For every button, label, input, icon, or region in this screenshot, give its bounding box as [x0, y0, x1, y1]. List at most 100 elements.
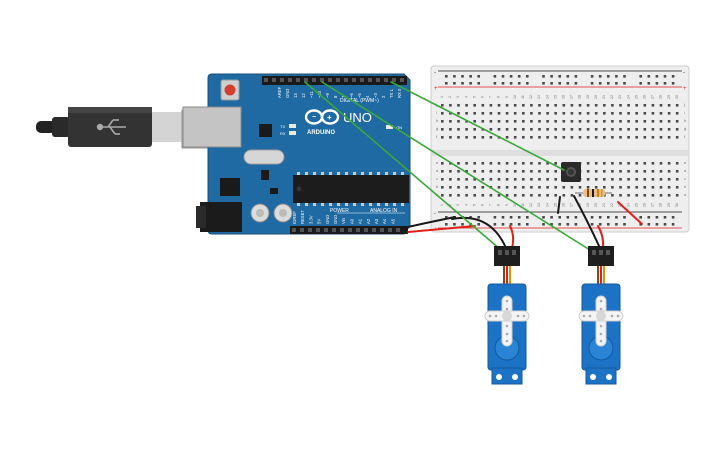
breadboard-row-label: f [684, 134, 686, 139]
breadboard-column-label: 29 [667, 95, 671, 99]
bottom-pin-label: A4 [382, 218, 387, 224]
bottom-pin-label: 5V [317, 219, 322, 224]
breadboard-column-label: 4 [464, 204, 468, 206]
breadboard-column-label: 22 [610, 203, 614, 207]
breadboard-column-label: 3 [456, 96, 460, 98]
power-header-label: POWER [330, 208, 349, 214]
breadboard-column-label: 30 [675, 203, 679, 207]
breadboard-column-label: 19 [586, 95, 590, 99]
bottom-pin-label: IOREF [292, 211, 297, 224]
breadboard-row-label: d [436, 168, 438, 173]
servo-motor-1[interactable] [484, 246, 530, 385]
breadboard-column-label: 19 [586, 203, 590, 207]
breadboard-row-label: b [436, 184, 439, 189]
led-rx-label: RX [280, 131, 286, 136]
breadboard-column-label: 23 [618, 95, 622, 99]
breadboard-column-label: 4 [464, 96, 468, 98]
breadboard-row-label: d [684, 168, 686, 173]
breadboard-column-label: 20 [594, 95, 598, 99]
usb-icon [96, 119, 126, 135]
servo-motor-2[interactable] [578, 246, 624, 385]
breadboard-column-label: 30 [675, 95, 679, 99]
infinity-logo [304, 109, 340, 125]
power-jack [200, 202, 242, 232]
breadboard-row-label: b [684, 184, 687, 189]
breadboard-column-label: 13 [537, 95, 541, 99]
rail-minus-label: - [683, 70, 685, 76]
breadboard-row-label: h [436, 118, 438, 123]
bottom-pin-label: A3 [374, 218, 379, 224]
brand-label: ARDUINO [307, 130, 335, 136]
digital-header[interactable] [262, 76, 407, 85]
breadboard-column-label: 21 [602, 95, 606, 99]
breadboard-column-label: 21 [602, 203, 606, 207]
breadboard-column-label: 27 [651, 95, 655, 99]
push-button[interactable] [561, 162, 581, 182]
top-pin-label: ~5 [357, 93, 362, 98]
bottom-pin-label: A2 [366, 218, 371, 224]
breadboard-column-label: 28 [659, 203, 663, 207]
digital-header-label: DIGITAL (PWM~) [340, 98, 379, 104]
breadboard-row-label: g [436, 126, 438, 131]
breadboard-column-label: 9 [505, 204, 509, 206]
breadboard-column-label: 14 [545, 203, 549, 207]
top-pin-label: TX 1 [389, 88, 394, 98]
breadboard-column-label: 16 [562, 95, 566, 99]
breadboard-column-label: 25 [634, 203, 638, 207]
crystal-oscillator [243, 149, 285, 165]
breadboard-column-label: 27 [651, 203, 655, 207]
breadboard-row-label: e [684, 160, 687, 165]
breadboard-column-label: 18 [578, 95, 582, 99]
breadboard-column-label: 5 [472, 204, 476, 206]
breadboard-column-label: 29 [667, 203, 671, 207]
svg-text:+: + [327, 113, 332, 122]
resistor[interactable] [575, 189, 612, 197]
top-pin-label: AREF [277, 86, 282, 98]
breadboard-column-label: 7 [489, 96, 493, 98]
atmega328-chip [293, 175, 409, 203]
wire-signal-servo1 [304, 81, 502, 251]
breadboard-column-label: 2 [448, 204, 452, 206]
breadboard-column-label: 15 [553, 95, 557, 99]
top-pin-label: 7 [341, 95, 346, 98]
wire-signal-servo2 [321, 81, 591, 251]
bottom-pin-label: 3.3V [308, 215, 313, 224]
svg-text:−: − [312, 114, 316, 121]
top-pin-label: 8 [333, 95, 338, 98]
breadboard-column-label: 2 [448, 96, 452, 98]
breadboard-column-label: 16 [562, 203, 566, 207]
bottom-pin-label: GND [325, 215, 330, 224]
top-pin-label: 4 [365, 95, 370, 98]
breadboard[interactable]: + + - - - + 1122334455667788991010111112… [430, 65, 690, 233]
wire-gnd-servo2 [573, 195, 601, 249]
usb-socket [182, 106, 242, 148]
breadboard-column-label: 7 [489, 204, 493, 206]
rail-plus-label: + [434, 86, 438, 92]
wire-5v-resistor [617, 201, 643, 225]
led-tx-label: TX [280, 124, 285, 129]
top-pin-label: ~6 [349, 93, 354, 98]
breadboard-column-label: 15 [553, 203, 557, 207]
analog-header-label: ANALOG IN [370, 208, 398, 214]
wires[interactable] [304, 81, 643, 251]
breadboard-column-label: 13 [537, 203, 541, 207]
breadboard-column-label: 6 [481, 96, 485, 98]
breadboard-row-label: i [436, 110, 437, 115]
breadboard-column-label: 25 [634, 95, 638, 99]
wire-signal-button [390, 81, 565, 171]
breadboard-column-label: 24 [626, 95, 630, 99]
breadboard-row-label: e [436, 160, 439, 165]
wire-gnd-servo1 [451, 216, 507, 249]
reset-button[interactable] [224, 84, 236, 96]
breadboard-column-label: 20 [594, 203, 598, 207]
rail-plus-label: + [683, 86, 687, 92]
breadboard-column-label: 9 [505, 96, 509, 98]
rail-minus-label: - [434, 211, 436, 217]
bottom-pin-label: A5 [390, 218, 395, 224]
breadboard-column-label: 5 [472, 96, 476, 98]
arduino-uno-board[interactable]: TX RX ON − + UNO ARDUINO DIGITAL (PWM~) … [182, 73, 411, 235]
breadboard-row-label: f [436, 134, 438, 139]
breadboard-column-label: 17 [570, 203, 574, 207]
breadboard-column-label: 1 [440, 204, 444, 206]
